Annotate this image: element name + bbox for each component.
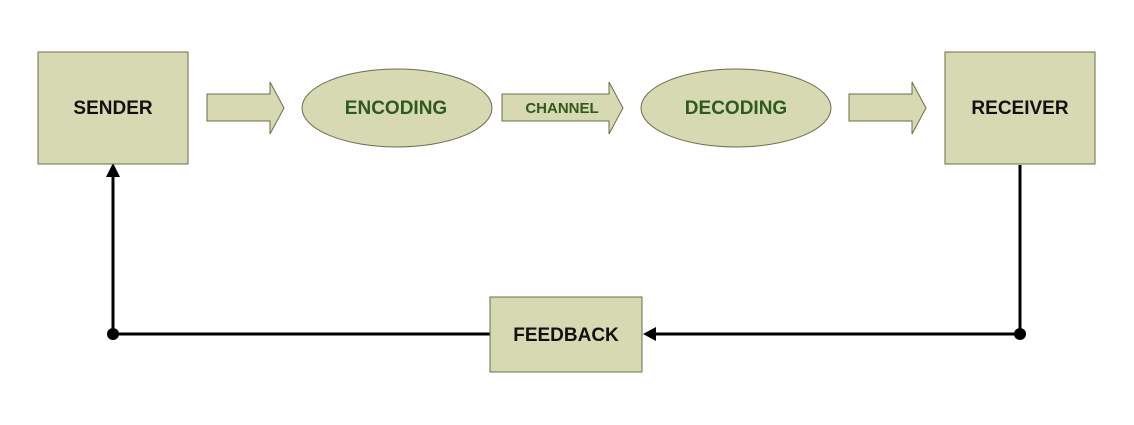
encoding-node: ENCODING [301, 68, 493, 148]
encoding-label: ENCODING [345, 98, 447, 119]
feedback-arrowhead [643, 327, 656, 341]
receiver-node: RECEIVER [944, 51, 1096, 165]
decoding-node: DECODING [640, 68, 832, 148]
channel-label: CHANNEL [525, 100, 598, 117]
sender-node: SENDER [37, 51, 189, 165]
channel-node: CHANNEL [501, 81, 624, 135]
flow-arrow-1 [206, 81, 285, 135]
receiver-label: RECEIVER [971, 98, 1068, 119]
decoding-label: DECODING [685, 98, 787, 119]
feedback-label: FEEDBACK [513, 325, 619, 346]
junction-dot-right [1014, 328, 1026, 340]
feedback-node: FEEDBACK [489, 296, 643, 373]
feedback-loop [106, 163, 1026, 341]
sender-arrowhead [106, 163, 120, 177]
sender-label: SENDER [73, 98, 152, 119]
junction-dot-left [107, 328, 119, 340]
flow-arrow-2 [848, 81, 927, 135]
